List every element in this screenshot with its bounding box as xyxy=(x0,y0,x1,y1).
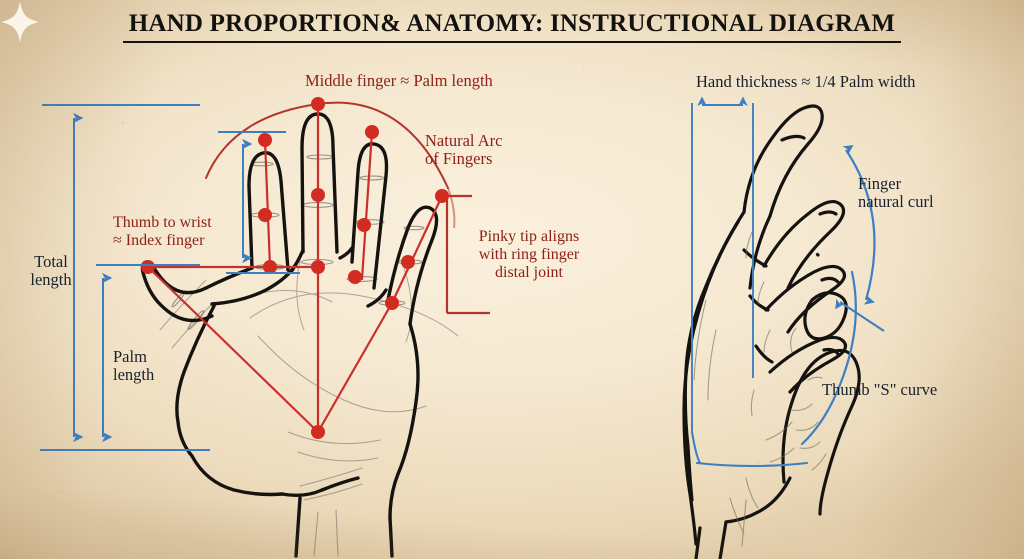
right-hand-shading-lines xyxy=(693,231,827,547)
finger-curl-arc xyxy=(842,144,876,305)
label-hand-thickness: Hand thickness ≈ 1/4 Palm width xyxy=(696,72,916,91)
sparkle-icon xyxy=(1,1,39,43)
label-thumb-to-wrist: Thumb to wrist ≈ Index finger xyxy=(113,214,212,249)
label-finger-natural-curl: Finger natural curl xyxy=(858,174,934,212)
thumb-s-curve-trace xyxy=(800,270,857,446)
page-title: HAND PROPORTION& ANATOMY: INSTRUCTIONAL … xyxy=(122,10,902,43)
thumb-pointer-arrow xyxy=(835,298,885,332)
label-middle-finger-palm-length: Middle finger ≈ Palm length xyxy=(305,71,493,90)
index-finger-dimension xyxy=(218,131,300,274)
finger-center-lines xyxy=(146,102,444,434)
label-pinky-tip-aligns: Pinky tip aligns with ring finger distal… xyxy=(478,228,580,281)
wrist-baseline xyxy=(695,461,809,468)
label-natural-arc-of-fingers: Natural Arc of Fingers xyxy=(425,131,503,169)
label-total-length: Total length xyxy=(30,252,72,290)
label-thumb-s-curve: Thumb "S" curve xyxy=(822,380,938,399)
palm-length-dimension xyxy=(96,264,200,443)
right-hand-outline-path xyxy=(682,104,861,559)
hand-thickness-guides xyxy=(691,96,754,432)
wrist-crease-lines xyxy=(299,467,363,557)
total-length-dimension xyxy=(40,104,210,451)
title-bar: HAND PROPORTION& ANATOMY: INSTRUCTIONAL … xyxy=(0,10,1024,43)
label-palm-length: Palm length xyxy=(113,347,155,385)
joint-dot-markers xyxy=(141,97,449,439)
hand-outline-path xyxy=(140,112,439,558)
